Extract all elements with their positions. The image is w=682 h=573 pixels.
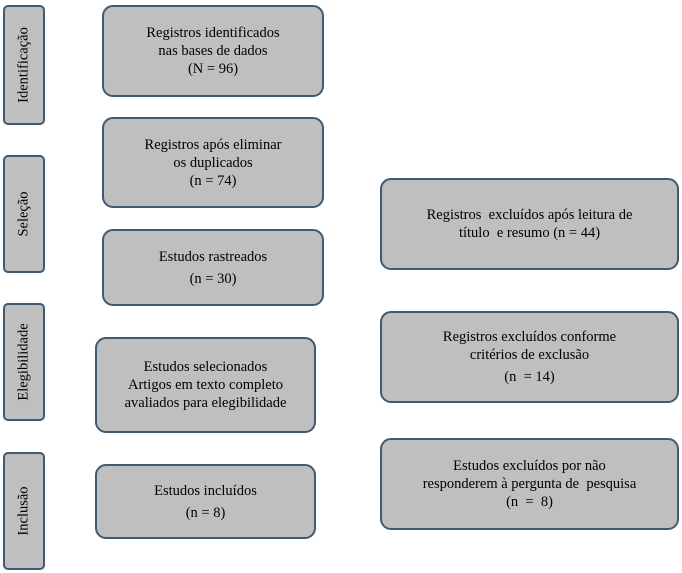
box-studies-selected-line-3: avaliados para elegibilidade	[124, 395, 287, 411]
box-studies-included: Estudos incluídos (n = 8)	[95, 464, 316, 539]
box-records-identified: Registros identificados nas bases de dad…	[102, 5, 324, 97]
box-excluded-criteria-line-1: Registros excluídos conforme	[442, 329, 617, 345]
box-studies-screened-line-2: (n = 30)	[189, 270, 237, 287]
stage-selecao: Seleção	[3, 155, 45, 273]
box-excluded-research-question-line-3: (n = 8)	[506, 494, 553, 510]
box-records-identified-line-3: (N = 96)	[187, 61, 239, 77]
stage-identificacao: Identificação	[3, 5, 45, 125]
box-records-identified-line-2: nas bases de dados	[158, 43, 268, 59]
box-records-identified-line-1: Registros identificados	[146, 25, 280, 41]
box-excluded-research-question-line-2: responderem à pergunta de pesquisa	[422, 476, 637, 492]
stage-selecao-label: Seleção	[15, 191, 32, 237]
box-excluded-title-abstract-line-2: título e resumo (n = 44)	[458, 225, 601, 241]
box-records-after-duplicates-line-3: (n = 74)	[189, 172, 237, 189]
box-excluded-title-abstract-line-1: Registros excluídos após leitura de	[426, 207, 633, 223]
box-excluded-research-question-line-1: Estudos excluídos por não	[453, 458, 606, 474]
stage-inclusao: Inclusão	[3, 452, 45, 570]
box-excluded-research-question: Estudos excluídos por não responderem à …	[380, 438, 679, 530]
box-studies-screened: Estudos rastreados (n = 30)	[102, 229, 324, 306]
box-studies-included-line-2: (n = 8)	[185, 504, 226, 521]
box-studies-screened-line-1: Estudos rastreados	[158, 248, 268, 265]
box-excluded-criteria-line-2: critérios de exclusão	[469, 347, 590, 363]
box-studies-included-line-1: Estudos incluídos	[154, 482, 257, 499]
box-excluded-title-abstract: Registros excluídos após leitura de títu…	[380, 178, 679, 270]
stage-elegibilidade: Elegibilidade	[3, 303, 45, 421]
box-records-after-duplicates: Registros após eliminar os duplicados (n…	[102, 117, 324, 208]
box-records-after-duplicates-line-2: os duplicados	[173, 154, 253, 171]
stage-inclusao-label: Inclusão	[15, 486, 32, 536]
box-studies-selected-line-2: Artigos em texto completo	[127, 377, 284, 393]
box-records-after-duplicates-line-1: Registros após eliminar	[144, 136, 282, 153]
box-excluded-criteria: Registros excluídos conforme critérios d…	[380, 311, 679, 403]
stage-identificacao-label: Identificação	[15, 27, 32, 103]
box-studies-selected: Estudos selecionados Artigos em texto co…	[95, 337, 316, 433]
stage-elegibilidade-label: Elegibilidade	[15, 323, 32, 401]
box-excluded-criteria-line-3: (n = 14)	[504, 369, 555, 385]
box-studies-selected-line-1: Estudos selecionados	[143, 359, 268, 375]
